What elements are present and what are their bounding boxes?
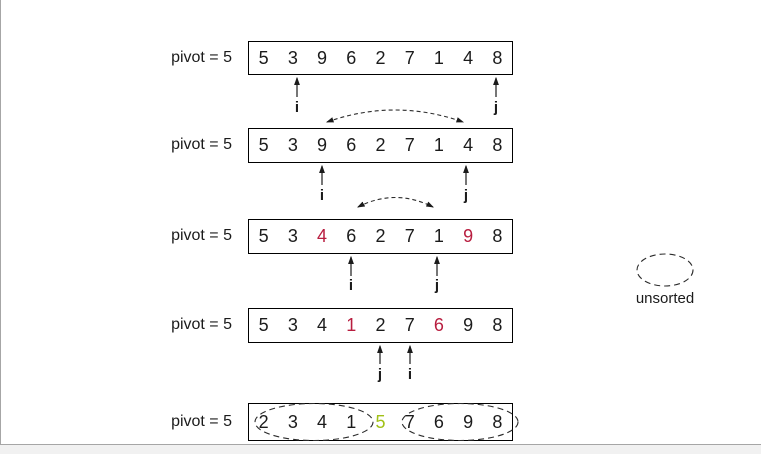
array-cell: 7 (404, 47, 415, 68)
pointer-label-i: i (407, 366, 413, 383)
pointer-label-j: j (463, 187, 469, 204)
array-cell: 8 (492, 315, 503, 335)
array-cell: 9 (463, 226, 474, 246)
array-cell: 3 (287, 226, 298, 246)
array-cell: 6 (346, 226, 357, 246)
array-cell: 7 (404, 135, 415, 155)
pivot-label: pivot = 5 (171, 413, 232, 430)
array-cell: 6 (346, 135, 357, 155)
array-cell: 6 (433, 411, 444, 432)
legend-label: unsorted (635, 290, 695, 307)
array-cell: 4 (317, 411, 328, 432)
array-cell: 6 (433, 315, 444, 335)
pointer-label-i: i (294, 99, 300, 116)
array-cell: 4 (317, 315, 328, 335)
array-cell: 8 (492, 47, 503, 68)
pivot-label: pivot = 5 (171, 227, 232, 244)
swap-arc (357, 196, 434, 208)
array-cell: 2 (375, 226, 386, 246)
array-cell: 7 (404, 411, 415, 432)
array-cell: 6 (346, 47, 357, 68)
pointer-label-i: i (319, 187, 325, 204)
pointer-label-j: j (377, 366, 383, 383)
array-cell: 2 (258, 411, 269, 432)
array-cell: 2 (375, 47, 386, 68)
array-cell: 1 (346, 411, 357, 432)
array-cell: 3 (287, 411, 298, 432)
array-box: 2 3 4 1 5 7 6 9 8 (248, 403, 513, 441)
array-cell: 4 (463, 135, 474, 155)
array-cell: 2 (375, 315, 386, 335)
swap-arc (325, 109, 465, 123)
array-cell: 5 (258, 135, 269, 155)
array-cell: 3 (287, 47, 298, 68)
pivot-label: pivot = 5 (171, 136, 232, 153)
array-box: 5 3 4 6 2 7 1 9 8 (248, 219, 513, 254)
array-cell: 1 (433, 135, 444, 155)
array-box: 5 3 4 1 2 7 6 9 8 (248, 308, 513, 343)
legend-ellipse (636, 253, 694, 287)
pointer-label-j: j (434, 277, 440, 294)
array-cell: 1 (346, 315, 357, 335)
window-left-edge (0, 0, 1, 454)
array-cell: 9 (317, 135, 328, 155)
array-cell: 3 (287, 135, 298, 155)
array-cell: 1 (433, 226, 444, 246)
array-cell: 9 (463, 411, 474, 432)
array-cell: 5 (258, 226, 269, 246)
pivot-label: pivot = 5 (171, 316, 232, 333)
array-cell: 9 (463, 315, 474, 335)
window-bottom-strip (0, 444, 761, 454)
array-cell: 5 (258, 315, 269, 335)
pivot-label: pivot = 5 (171, 49, 232, 66)
array-cell: 4 (463, 47, 474, 68)
array-cell: 2 (375, 135, 386, 155)
array-cell: 8 (492, 135, 503, 155)
array-box: 5 3 9 6 2 7 1 4 8 (248, 41, 513, 75)
pointer-label-j: j (493, 99, 499, 116)
array-cell: 8 (492, 411, 503, 432)
array-cell: 9 (317, 47, 328, 68)
array-cell: 7 (404, 226, 415, 246)
array-cell: 5 (258, 47, 269, 68)
pointer-label-i: i (348, 277, 354, 294)
array-cell: 8 (492, 226, 503, 246)
array-cell: 3 (287, 315, 298, 335)
array-box: 5 3 9 6 2 7 1 4 8 (248, 128, 513, 163)
array-cell: 5 (375, 411, 386, 432)
array-cell: 1 (433, 47, 444, 68)
array-cell: 4 (317, 226, 328, 246)
array-cell: 7 (404, 315, 415, 335)
